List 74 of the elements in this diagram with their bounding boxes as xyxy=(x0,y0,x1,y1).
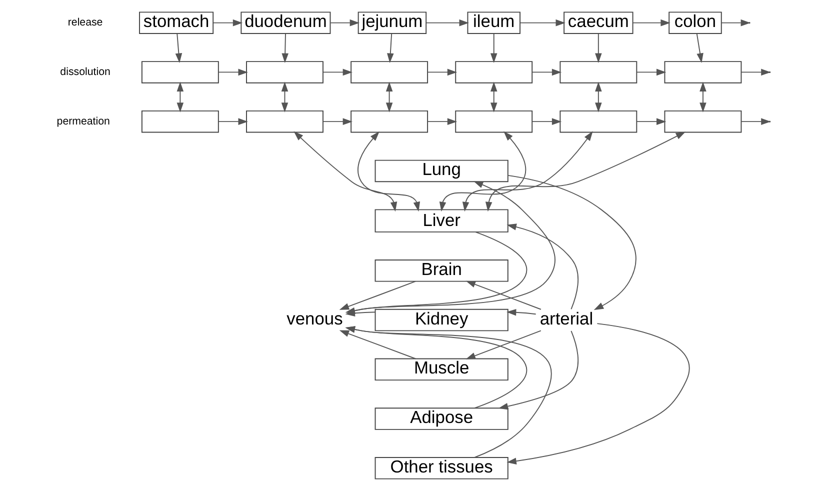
arrow xyxy=(281,33,288,63)
arrow xyxy=(344,326,552,458)
arrow xyxy=(426,118,457,125)
node-box xyxy=(559,61,637,84)
arrow xyxy=(490,82,497,112)
node-box: colon xyxy=(668,12,722,34)
arrow xyxy=(699,82,706,112)
arrow xyxy=(293,131,397,212)
node-box: Muscle xyxy=(374,358,508,381)
arrow xyxy=(490,33,497,63)
arrow xyxy=(594,82,602,112)
node-box xyxy=(454,61,532,84)
node-box: stomach xyxy=(138,12,214,34)
arrow xyxy=(344,310,376,317)
arrow xyxy=(212,19,242,26)
node-box xyxy=(559,110,637,133)
arrow xyxy=(531,118,562,125)
node-text: venous xyxy=(286,308,342,328)
arrow xyxy=(174,33,182,63)
arrow xyxy=(465,330,541,360)
arrow xyxy=(425,19,468,26)
node-box xyxy=(454,110,532,133)
arrow xyxy=(280,82,288,112)
label: permeation xyxy=(56,115,110,128)
node-box: caecum xyxy=(563,12,633,34)
label: dissolution xyxy=(60,66,110,78)
node-box xyxy=(664,61,742,84)
arrow xyxy=(344,326,527,409)
arrow xyxy=(498,330,578,410)
arrow xyxy=(338,330,416,360)
arrow xyxy=(531,68,562,76)
node-box: Liver xyxy=(374,209,508,232)
arrow xyxy=(506,224,578,310)
node-box: Lung xyxy=(374,160,508,182)
arrow xyxy=(438,131,526,212)
node-box: ileum xyxy=(466,12,520,34)
node-box xyxy=(140,110,218,133)
arrow xyxy=(322,68,352,76)
node-box xyxy=(246,61,323,84)
arrow xyxy=(507,174,636,310)
arrow xyxy=(696,33,703,63)
node-box xyxy=(664,110,742,133)
node-box xyxy=(140,61,218,84)
node-box: jejunum xyxy=(357,12,426,34)
node-text: arterial xyxy=(539,308,593,328)
node-box: Other tissues xyxy=(374,457,508,480)
arrow xyxy=(176,82,184,112)
arrow xyxy=(636,68,666,76)
label: release xyxy=(67,16,102,29)
arrow xyxy=(386,33,394,63)
arrow xyxy=(484,132,686,212)
arrow xyxy=(385,82,392,112)
arrow xyxy=(594,33,602,63)
arrow xyxy=(426,68,457,76)
arrow xyxy=(636,118,666,125)
arrow xyxy=(330,19,360,26)
arrow xyxy=(357,131,420,212)
node-box: duodenum xyxy=(240,12,330,34)
arrow xyxy=(465,280,541,310)
arrow xyxy=(322,118,352,125)
arrow xyxy=(632,19,670,26)
arrow xyxy=(338,280,416,310)
node-box xyxy=(350,61,428,84)
node-box: Adipose xyxy=(374,408,508,430)
node-box xyxy=(350,110,428,133)
node-box: Brain xyxy=(374,260,508,282)
arrow xyxy=(506,308,536,316)
arrow xyxy=(506,323,690,464)
node-box: Kidney xyxy=(374,308,508,332)
arrow xyxy=(462,131,592,212)
node-box xyxy=(246,110,323,133)
arrow xyxy=(218,118,248,125)
arrow xyxy=(519,19,565,26)
arrow xyxy=(218,68,248,76)
